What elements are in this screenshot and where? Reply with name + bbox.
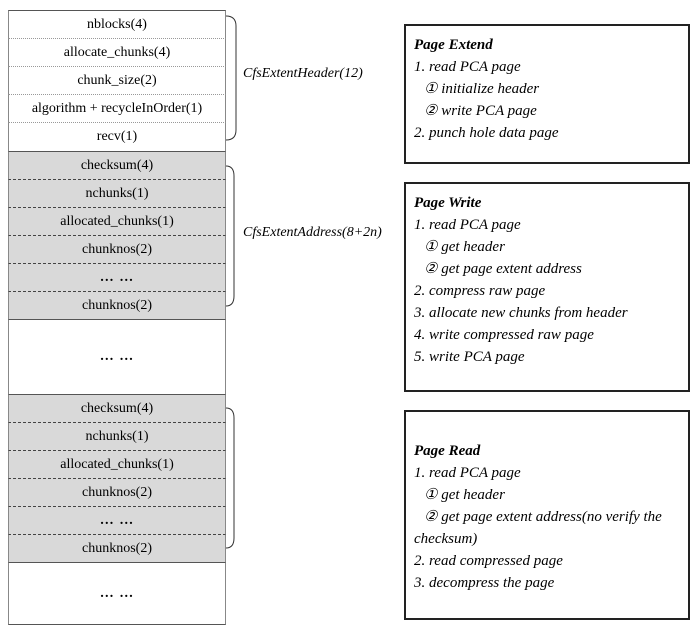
page-extend-step-2: 2. punch hole data page [414, 125, 559, 141]
gap-row-1: … … [8, 319, 226, 394]
address-struct-label: CfsExtentAddress(8+2n) [243, 225, 382, 240]
address1-row-ellipsis: … … [8, 263, 226, 291]
page-extend-step-1b: ② write PCA page [424, 103, 537, 119]
page-read-box: Page Read 1. read PCA page ① get header … [404, 410, 690, 620]
address2-row-allocated-chunks: allocated_chunks(1) [8, 450, 226, 478]
page-read-title: Page Read [414, 443, 481, 459]
page-read-step-1a: ① get header [424, 487, 505, 503]
header-row-recv: recv(1) [8, 122, 226, 151]
address-brace-1 [225, 165, 235, 307]
page-extend-title: Page Extend [414, 37, 493, 53]
address1-row-checksum: checksum(4) [8, 151, 226, 179]
header-row-algorithm: algorithm + recycleInOrder(1) [8, 94, 226, 122]
header-brace [225, 15, 237, 141]
page-read-step-2: 2. read compressed page [414, 553, 563, 569]
page-write-title: Page Write [414, 195, 482, 211]
extent-layout-stack: nblocks(4) allocate_chunks(4) chunk_size… [8, 10, 226, 625]
page-write-step-1: 1. read PCA page [414, 217, 521, 233]
page-write-step-1b: ② get page extent address [424, 261, 582, 277]
page-extend-step-1a: ① initialize header [424, 81, 540, 97]
address1-row-chunknos-last: chunknos(2) [8, 291, 226, 319]
page-write-step-3: 3. allocate new chunks from header [414, 305, 628, 321]
header-row-allocate-chunks: allocate_chunks(4) [8, 38, 226, 66]
page-extend-step-1: 1. read PCA page [414, 59, 521, 75]
address2-row-checksum: checksum(4) [8, 394, 226, 422]
address2-row-nchunks: nchunks(1) [8, 422, 226, 450]
header-row-nblocks: nblocks(4) [8, 10, 226, 38]
page-write-step-5: 5. write PCA page [414, 349, 525, 365]
address2-row-chunknos-last: chunknos(2) [8, 534, 226, 562]
header-struct-label: CfsExtentHeader(12) [243, 66, 363, 81]
address1-row-nchunks: nchunks(1) [8, 179, 226, 207]
page-write-step-4: 4. write compressed raw page [414, 327, 594, 343]
page-write-step-2: 2. compress raw page [414, 283, 546, 299]
gap-row-2: … … [8, 562, 226, 625]
page-extend-box: Page Extend 1. read PCA page ① initializ… [404, 24, 690, 164]
page-write-box: Page Write 1. read PCA page ① get header… [404, 182, 690, 392]
page-read-step-3: 3. decompress the page [414, 575, 555, 591]
page-read-step-1: 1. read PCA page [414, 465, 521, 481]
header-row-chunk-size: chunk_size(2) [8, 66, 226, 94]
page-read-step-1b: ② get page extent address(no verify the … [414, 509, 662, 547]
address1-row-chunknos: chunknos(2) [8, 235, 226, 263]
page-write-step-1a: ① get header [424, 239, 505, 255]
address1-row-allocated-chunks: allocated_chunks(1) [8, 207, 226, 235]
address2-row-chunknos: chunknos(2) [8, 478, 226, 506]
address2-row-ellipsis: … … [8, 506, 226, 534]
address-brace-2 [225, 407, 235, 549]
